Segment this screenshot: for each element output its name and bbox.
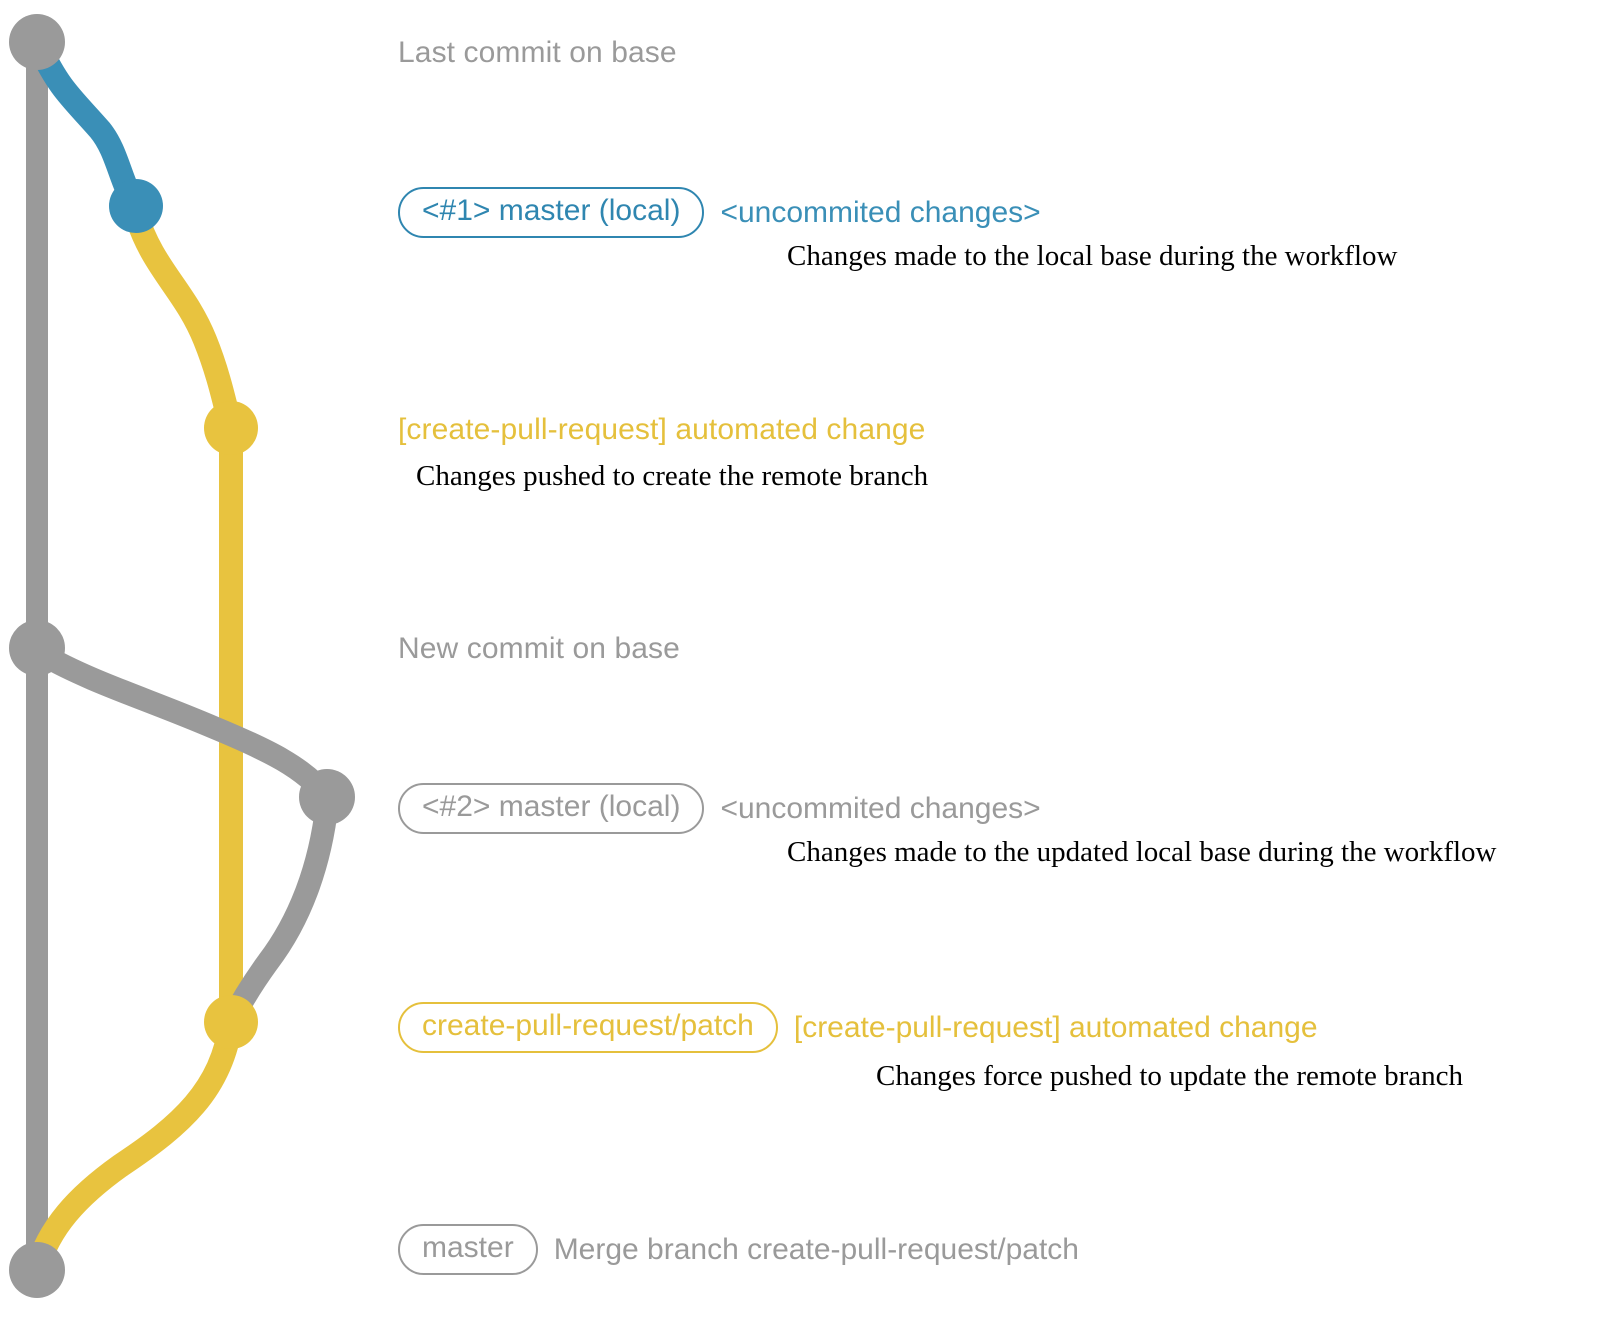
desc-master-local-1: Changes made to the local base during th…: [787, 240, 1398, 272]
row-master-local-2-label: <uncommited changes>: [720, 791, 1041, 825]
commit-node-base-first[interactable]: [9, 14, 65, 70]
commit-node-patch-2[interactable]: [204, 995, 258, 1049]
commit-node-base-new[interactable]: [9, 620, 65, 676]
commit-node-master-local-1[interactable]: [109, 179, 163, 233]
badge-create-pull-request-patch[interactable]: create-pull-request/patch: [398, 1002, 778, 1053]
commit-node-patch-1[interactable]: [204, 401, 258, 455]
badge-master[interactable]: master: [398, 1224, 538, 1275]
edge-patch2-to-merge: [25, 1010, 243, 1282]
edge-base-to-local1: [28, 36, 148, 218]
row-automated-change-1-label: [create-pull-request] automated change: [398, 413, 926, 446]
commit-graph: [9, 14, 355, 1298]
row-automated-change-1: [create-pull-request] automated change: [398, 413, 925, 447]
row-merge-label: Merge branch create-pull-request/patch: [553, 1232, 1079, 1266]
edge-local2-to-patch2: [219, 793, 339, 1034]
row-last-commit: Last commit on base: [398, 36, 677, 70]
desc-automated-change-2: Changes force pushed to update the remot…: [876, 1060, 1464, 1092]
row-new-commit-label: New commit on base: [398, 632, 680, 665]
row-automated-change-2-label: [create-pull-request] automated change: [793, 1010, 1318, 1044]
edge-base-to-local2: [30, 642, 339, 809]
row-new-commit: New commit on base: [398, 632, 680, 666]
badge-master-local-2[interactable]: <#2> master (local): [398, 783, 705, 834]
row-master-local-2: <#2> master (local) <uncommited changes>: [398, 783, 1041, 834]
row-master-local-1-label: <uncommited changes>: [720, 195, 1041, 229]
badge-master-local-1[interactable]: <#1> master (local): [398, 187, 705, 238]
commit-node-merge[interactable]: [9, 1242, 65, 1298]
edge-local1-to-patch1: [124, 202, 243, 440]
desc-master-local-2: Changes made to the updated local base d…: [787, 836, 1497, 868]
commit-node-master-local-2[interactable]: [299, 769, 355, 825]
row-automated-change-2: create-pull-request/patch [create-pull-r…: [398, 1002, 1318, 1053]
row-last-commit-label: Last commit on base: [398, 36, 677, 69]
row-master-local-1: <#1> master (local) <uncommited changes>: [398, 187, 1041, 238]
row-merge: master Merge branch create-pull-request/…: [398, 1224, 1079, 1275]
desc-automated-change-1: Changes pushed to create the remote bran…: [416, 460, 929, 492]
